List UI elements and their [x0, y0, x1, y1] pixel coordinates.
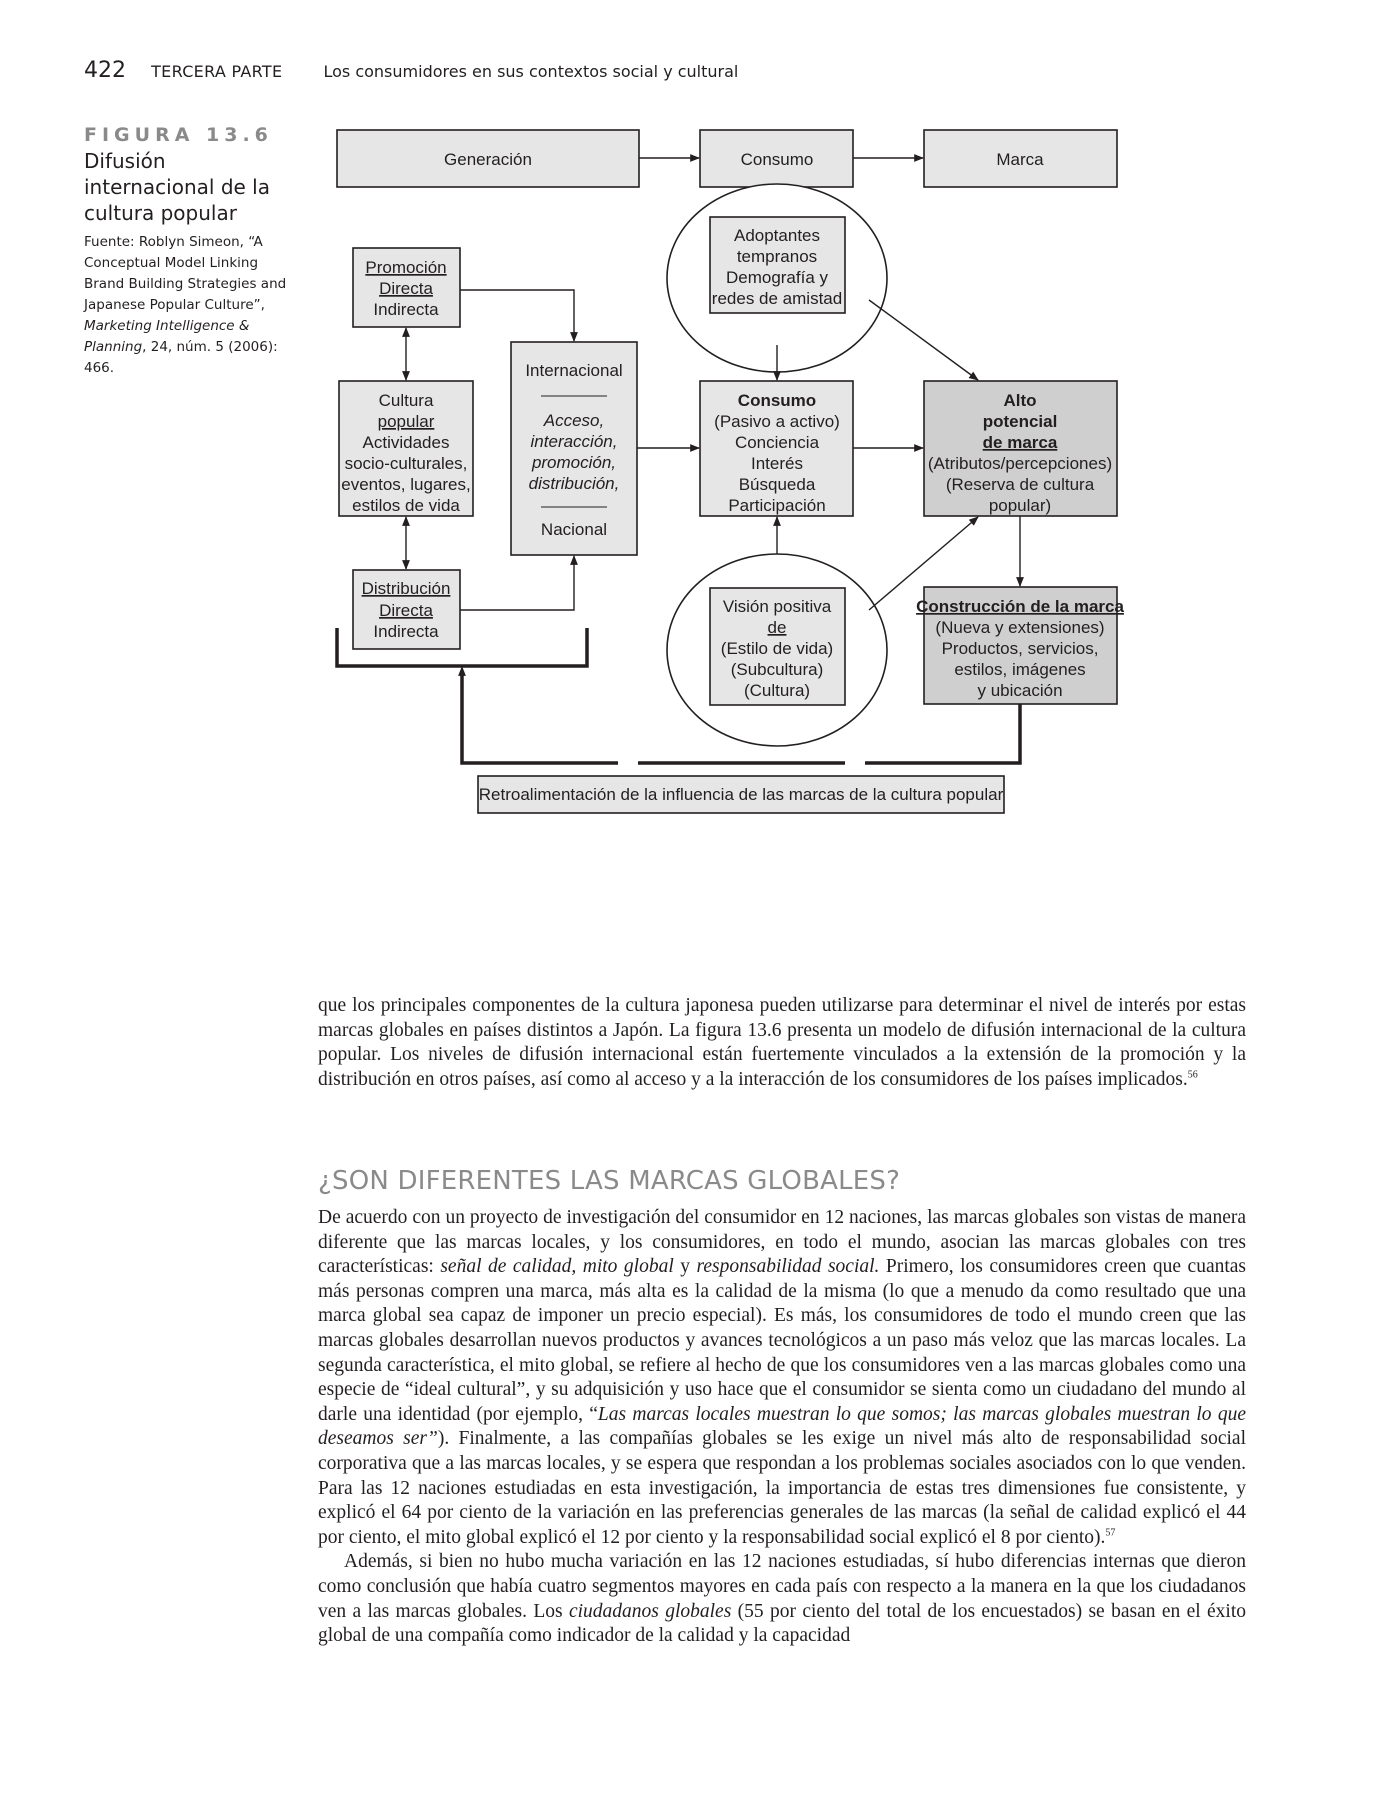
feedback-box	[477, 775, 1005, 814]
figure-source: Fuente: Roblyn Simeon, “A Conceptual Mod…	[84, 232, 294, 379]
vision-l3: (Estilo de vida)	[721, 639, 833, 658]
internacional-l3: promoción,	[531, 453, 616, 472]
internacional-top: Internacional	[525, 361, 622, 380]
figure-label: FIGURA 13.6	[84, 124, 273, 146]
internacional-l4: distribución,	[529, 474, 620, 493]
figure-caption: FIGURA 13.6 Difusión internacional de la…	[84, 124, 294, 379]
construccion-l3: estilos, imágenes	[954, 660, 1085, 679]
alto-l3: de marca	[983, 433, 1058, 452]
diffusion-diagram: Generación Consumo Marca Promoción Direc…	[335, 129, 1124, 814]
consumo-l4: Búsqueda	[739, 475, 816, 494]
paragraph-2: De acuerdo con un proyecto de investigac…	[318, 1206, 1246, 1550]
reference-57: 57	[1105, 1527, 1116, 1539]
cultura-l6: estilos de vida	[352, 496, 460, 515]
adoptantes-l3: Demografía y	[726, 268, 829, 287]
feedback-line-left	[460, 675, 618, 765]
internacional-box	[510, 341, 638, 556]
cultura-l5: eventos, lugares,	[341, 475, 470, 494]
alto-potencial-box	[923, 380, 1118, 517]
internacional-bottom: Nacional	[541, 520, 607, 539]
distribucion-title: Distribución	[362, 579, 451, 598]
consumo-top-label: Consumo	[741, 150, 814, 169]
construccion-l1: (Nueva y extensiones)	[935, 618, 1104, 637]
p3-italic: ciudadanos globales	[568, 1600, 732, 1622]
alto-l5: (Reserva de cultura	[946, 475, 1095, 494]
p2-italic-2: responsabilidad social.	[696, 1256, 880, 1278]
consumo-l1: (Pasivo a activo)	[714, 412, 840, 431]
cultura-l2: popular	[378, 412, 435, 431]
marca-box	[923, 129, 1118, 188]
page-number: 422	[84, 58, 126, 83]
alto-l1: Alto	[1003, 391, 1036, 410]
p2-part-b: y	[673, 1256, 697, 1278]
p3-part-b: (55 por ciento del total de los encuesta…	[318, 1600, 1247, 1647]
consumo-l3: Interés	[751, 454, 803, 473]
vision-l2: de	[768, 618, 787, 637]
consumo-box	[699, 380, 854, 517]
internacional-l2: interacción,	[531, 432, 618, 451]
p2-part-c: Primero, los consumidores creen que cuan…	[318, 1256, 1247, 1425]
distribucion-indirecta: Indirecta	[373, 622, 439, 641]
alto-l4: (Atributos/percepciones)	[928, 454, 1112, 473]
running-header: 422 TERCERA PARTE Los consumidores en su…	[84, 58, 738, 83]
feedback-line-right	[865, 704, 1022, 765]
section-title: Los consumidores en sus contextos social…	[323, 62, 739, 81]
construccion-box	[923, 586, 1118, 705]
cultura-box	[338, 380, 474, 517]
paragraph-3: Además, si bien no hubo mucha variación …	[318, 1550, 1246, 1648]
section-heading: ¿SON DIFERENTES LAS MARCAS GLOBALES?	[318, 1166, 901, 1196]
connector-distribucion-internacional	[460, 555, 578, 611]
vision-l1: Visión positiva	[723, 597, 832, 616]
left-bracket	[335, 628, 589, 668]
cultura-l4: socio-culturales,	[345, 454, 468, 473]
source-journal: Marketing Intelligence & Planning	[84, 318, 250, 355]
construccion-title: Construcción de la marca	[916, 597, 1124, 616]
arrow-adoptantes-alto	[868, 299, 979, 381]
consumo-top-box	[699, 129, 854, 188]
section-body: De acuerdo con un proyecto de investigac…	[318, 1206, 1246, 1649]
p2-part-a: De acuerdo con un proyecto de investigac…	[318, 1207, 1246, 1278]
source-suffix: , 24, núm. 5 (2006): 466.	[84, 339, 278, 376]
promocion-indirecta: Indirecta	[373, 300, 439, 319]
figure-title: Difusión internacional de la cultura pop…	[84, 149, 270, 225]
marca-label: Marca	[996, 150, 1044, 169]
consumo-title: Consumo	[738, 391, 816, 410]
cultura-l1: Cultura	[379, 391, 434, 410]
p2-italic-1: señal de calidad, mito global	[440, 1256, 674, 1278]
consumo-l5: Participación	[728, 496, 825, 515]
alto-l6: popular)	[989, 496, 1051, 515]
construccion-l4: y ubicación	[977, 681, 1062, 700]
promocion-box	[352, 247, 461, 328]
paragraph-1-text: que los principales componentes de la cu…	[318, 995, 1246, 1090]
adoptantes-l2: tempranos	[737, 247, 817, 266]
consumo-l2: Conciencia	[735, 433, 820, 452]
source-prefix: Fuente: Roblyn Simeon, “A Conceptual Mod…	[84, 234, 287, 313]
reference-56: 56	[1187, 1069, 1198, 1081]
promocion-title: Promoción	[365, 258, 446, 277]
promocion-directa: Directa	[379, 279, 433, 298]
distribucion-directa: Directa	[379, 601, 433, 620]
vision-l5: (Cultura)	[744, 681, 810, 700]
distribucion-box	[352, 569, 461, 650]
p3-part-a: Además, si bien no hubo mucha variación …	[318, 1551, 1246, 1622]
vision-box	[709, 587, 846, 706]
generacion-label: Generación	[444, 150, 532, 169]
construccion-l2: Productos, servicios,	[942, 639, 1099, 658]
adoptantes-l1: Adoptantes	[734, 226, 820, 245]
adoptantes-box	[709, 216, 846, 314]
internacional-l1: Acceso,	[543, 411, 604, 430]
feedback-label: Retroalimentación de la influencia de la…	[479, 785, 1004, 804]
alto-l2: potencial	[983, 412, 1058, 431]
part-label: TERCERA PARTE	[151, 62, 283, 81]
arrow-vision-alto	[868, 516, 979, 611]
paragraph-1: que los principales componentes de la cu…	[318, 994, 1246, 1092]
connector-promocion-internacional	[460, 289, 578, 342]
p2-part-d: ). Finalmente, a las compañías globales …	[318, 1428, 1246, 1548]
p2-italic-3: Las marcas locales muestran lo que somos…	[318, 1403, 1246, 1450]
adoptantes-l4: redes de amistad	[712, 289, 842, 308]
cultura-l3: Actividades	[363, 433, 450, 452]
vision-l4: (Subcultura)	[731, 660, 824, 679]
